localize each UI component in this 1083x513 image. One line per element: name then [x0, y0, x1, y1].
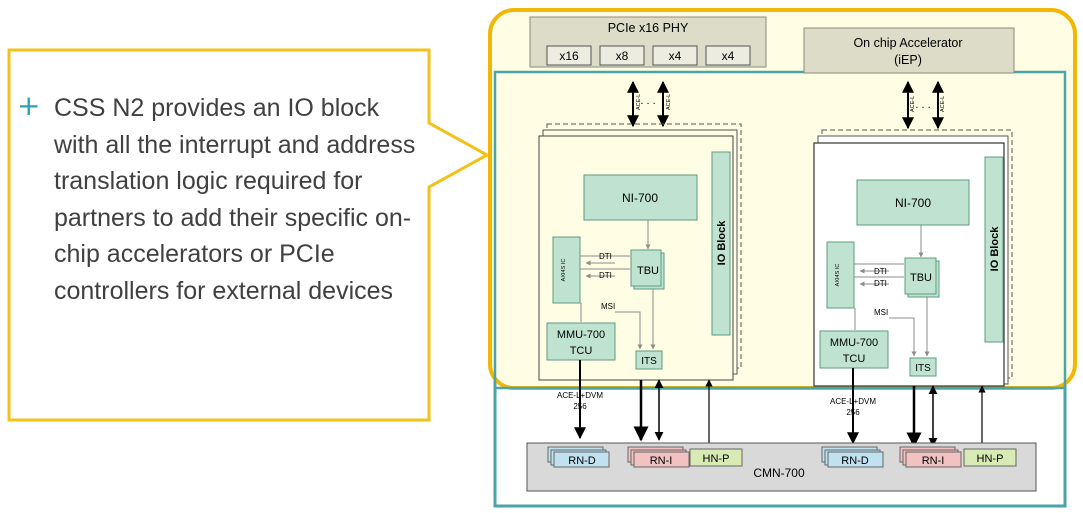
diagram-label: RN-I: [922, 455, 945, 467]
cmn-node-hn-p-1: HN-P: [689, 448, 743, 467]
lane-label: x16: [559, 49, 579, 63]
ace-label-line2: 256: [573, 402, 587, 411]
dti-label: DTI: [874, 267, 887, 276]
axi-label: AXI4S IC: [561, 259, 567, 282]
ace-label-line2: 256: [846, 408, 860, 417]
ace-label-line1: ACE-L+DVM: [830, 397, 876, 406]
io-block-label: IO Block: [989, 226, 1001, 272]
dti-label: DTI: [874, 279, 887, 288]
diagram-label: RN-D: [568, 455, 596, 467]
tbu-label: TBU: [637, 265, 659, 277]
axi-label: AXI4S IC: [835, 264, 841, 287]
cmn-title: CMN-700: [753, 466, 805, 480]
tcu-line2: TCU: [843, 353, 866, 365]
tcu-line2: TCU: [570, 345, 593, 357]
dti-label: DTI: [599, 271, 612, 280]
its-label: ITS: [641, 356, 657, 367]
cmn-node-rn-d-2: RN-D: [821, 446, 884, 468]
io-block-label: IO Block: [716, 220, 728, 266]
diagram-label: RN-I: [650, 455, 673, 467]
lane-label: x4: [722, 49, 735, 63]
accelerator-line1: On chip Accelerator: [853, 36, 962, 50]
link-label: ACE-L: [910, 96, 916, 112]
its-label: ITS: [915, 363, 931, 374]
cmn-node-rn-d-1: RN-D: [547, 446, 610, 468]
diagram-label: HN-P: [977, 453, 1004, 465]
ni-label: NI-700: [622, 191, 658, 205]
pcie-phy-title: PCIe x16 PHY: [608, 21, 689, 35]
cmn-node-hn-p-2: HN-P: [963, 448, 1017, 467]
accelerator-block: [803, 27, 1015, 74]
lane-label: x4: [669, 49, 682, 63]
accelerator-line2: (iEP): [894, 53, 922, 67]
ni-label: NI-700: [895, 196, 931, 210]
dti-label: DTI: [599, 252, 612, 261]
lane-label: x8: [616, 49, 629, 63]
link-label: ACE-L: [940, 96, 946, 112]
tcu-line1: MMU-700: [557, 329, 605, 341]
msi-label: MSI: [601, 302, 615, 311]
callout-text: CSS N2 provides an IO block with all the…: [54, 94, 416, 305]
tbu-label: TBU: [910, 272, 932, 284]
pcie-lanes: x16 x8 x4 x4: [546, 45, 751, 66]
cmn-node-rn-i-1: RN-I: [627, 446, 690, 468]
diagram-label: RN-D: [841, 455, 869, 467]
io-block-2: IO Block NI-700 AXI4S IC TBU MMU-700 TCU…: [813, 129, 1013, 387]
plus-icon: +: [17, 89, 41, 122]
diagram-label: . . .: [915, 99, 930, 111]
link-label: ACE-L: [636, 94, 642, 110]
diagram-label: . . .: [640, 95, 655, 107]
io-block-1: IO Block NI-700 AXI4S IC TBU MMU-700 TCU…: [538, 123, 742, 381]
cmn-node-rn-i-2: RN-I: [899, 446, 962, 468]
diagram-label: HN-P: [703, 453, 730, 465]
msi-label: MSI: [874, 308, 888, 317]
link-label: ACE-L: [666, 94, 672, 110]
tcu-line1: MMU-700: [830, 337, 878, 349]
ace-label-line1: ACE-L+DVM: [557, 391, 603, 400]
